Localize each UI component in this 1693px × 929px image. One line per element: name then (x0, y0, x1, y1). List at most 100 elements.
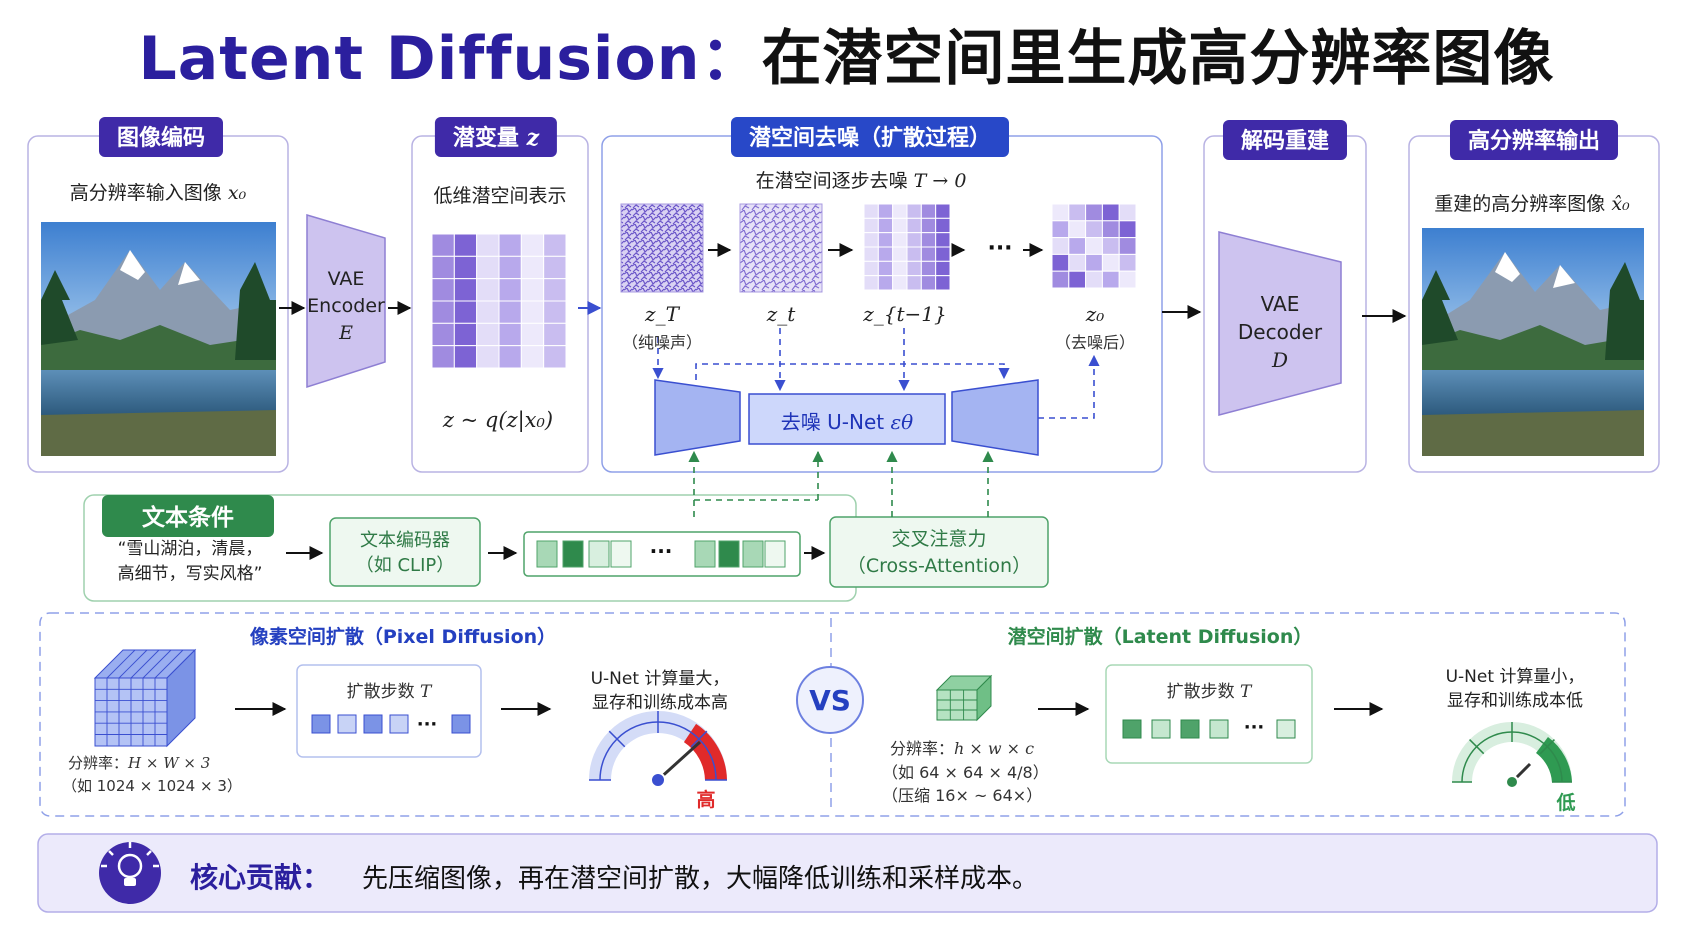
grid-cell (1068, 237, 1087, 255)
latent-resolution-compress: （压缩 16× ~ 64×） (882, 786, 1043, 805)
pixel-step-square (337, 714, 357, 734)
pixel-steps-dots: ··· (416, 714, 438, 735)
latent-diffusion-title: 潜空间扩散（Latent Diffusion） (1007, 626, 1313, 648)
latent-cost-text: U-Net 计算量小， 显存和训练成本低 (1445, 667, 1585, 711)
text-token (764, 540, 786, 568)
text-token (742, 540, 764, 568)
vae-encoder-label: VAE Encoder E (307, 268, 385, 344)
grid-cell (1101, 220, 1120, 239)
grid-cell (498, 345, 522, 369)
grid-cell (906, 232, 922, 248)
text-tokens-dots: ··· (649, 539, 673, 563)
grid-cell (1051, 220, 1070, 239)
grid-cell (935, 275, 951, 291)
vs-label: VS (809, 684, 851, 717)
grid-cell (892, 260, 908, 277)
latent-cost-gauge (1452, 722, 1572, 789)
vae-encoder-shape (306, 213, 386, 389)
grid-cell (476, 300, 500, 324)
label-text-condition: 文本条件 (102, 495, 274, 537)
text-token (536, 540, 558, 568)
grid-cell (1051, 253, 1070, 272)
grid-cell (453, 233, 478, 257)
grid-cell (431, 322, 455, 347)
latent-caption: 低维潜空间表示 (433, 185, 567, 207)
page-title: Latent Diffusion：在潜空间里生成高分辨率图像 (138, 24, 1555, 94)
grid-cell (476, 255, 500, 280)
grid-cell (920, 246, 937, 262)
step-label-zt: z_t (766, 302, 796, 326)
grid-cell (1118, 237, 1137, 255)
grid-cell (892, 217, 908, 234)
grid-cell (1051, 237, 1070, 255)
grid-cell (1051, 270, 1070, 289)
grid-cell (431, 345, 455, 369)
grid-cell (431, 278, 455, 302)
grid-cell (520, 255, 545, 280)
latent-step-squares (1122, 719, 1296, 739)
grid-cell (1068, 270, 1087, 289)
text-encoder-box (329, 517, 481, 587)
denoise-subtitle: 在潜空间逐步去噪 T → 0 (755, 170, 967, 192)
core-text: 先压缩图像，再在潜空间扩散，大幅降低训练和采样成本。 (362, 864, 1039, 894)
latent-grid (431, 233, 567, 369)
denoise-step-zt (739, 203, 823, 293)
grid-cell (498, 278, 522, 302)
latent-step-square (1122, 719, 1142, 739)
grid-cell (453, 278, 478, 302)
cross-attention-label: 交叉注意力 （Cross-Attention） (846, 528, 1032, 577)
grid-cell (520, 233, 545, 257)
text-encoder-label: 文本编码器 （如 CLIP） (355, 530, 455, 576)
vae-decoder-shape (1218, 231, 1342, 416)
lightbulb-icon (99, 842, 161, 904)
latent-steps-dots: ··· (1243, 717, 1265, 738)
grid-cell (1085, 237, 1103, 255)
grid-cell (863, 246, 879, 262)
grid-cell (431, 233, 455, 257)
denoise-step-zt1 (863, 203, 951, 291)
grid-cell (892, 203, 908, 219)
grid-cell (877, 275, 894, 291)
grid-cell (453, 255, 478, 280)
latent-resolution-example: （如 64 × 64 × 4/8） (882, 763, 1049, 782)
grid-cell (431, 255, 455, 280)
grid-cell (935, 246, 951, 262)
latent-cube-icon (935, 674, 993, 722)
label-latent: 潜变量 z (434, 117, 558, 157)
latent-step-square (1180, 719, 1200, 739)
grid-cell (935, 203, 951, 219)
grid-cell (863, 217, 879, 234)
step-label-z0: z₀ (1085, 302, 1105, 326)
grid-cell (1068, 220, 1087, 239)
text-tokens (536, 540, 786, 568)
grid-cell (1118, 253, 1137, 272)
pixel-resolution-example: （如 1024 × 1024 × 3） (62, 777, 242, 795)
pixel-cost-gauge (589, 711, 727, 788)
step-note-z0: （去噪后） (1054, 333, 1136, 352)
text-token (694, 540, 716, 568)
grid-cell (1051, 203, 1070, 222)
grid-cell (453, 345, 478, 369)
denoise-step-z0 (1051, 203, 1137, 289)
label-output: 高分辨率输出 (1449, 120, 1619, 160)
grid-cell (906, 217, 922, 234)
grid-cell (877, 203, 894, 219)
grid-cell (543, 345, 567, 369)
label-decode: 解码重建 (1222, 120, 1348, 160)
grid-cell (920, 260, 937, 277)
pixel-steps-box (296, 664, 482, 758)
latent-formula: z ~ q(z|x₀) (442, 408, 554, 432)
latent-resolution: 分辨率：h × w × c (890, 739, 1035, 758)
grid-cell (1068, 253, 1087, 272)
text-token (562, 540, 584, 568)
grid-cell (1085, 220, 1103, 239)
text-token (718, 540, 740, 568)
grid-cell (1118, 270, 1137, 289)
grid-cell (863, 275, 879, 291)
step-label-zT: z_T (645, 302, 679, 326)
text-prompt: “雪山湖泊，清晨， 高细节，写实风格” (117, 539, 263, 584)
pixel-cost-text: U-Net 计算量大， 显存和训练成本高 (590, 669, 730, 713)
grid-cell (1068, 203, 1087, 222)
